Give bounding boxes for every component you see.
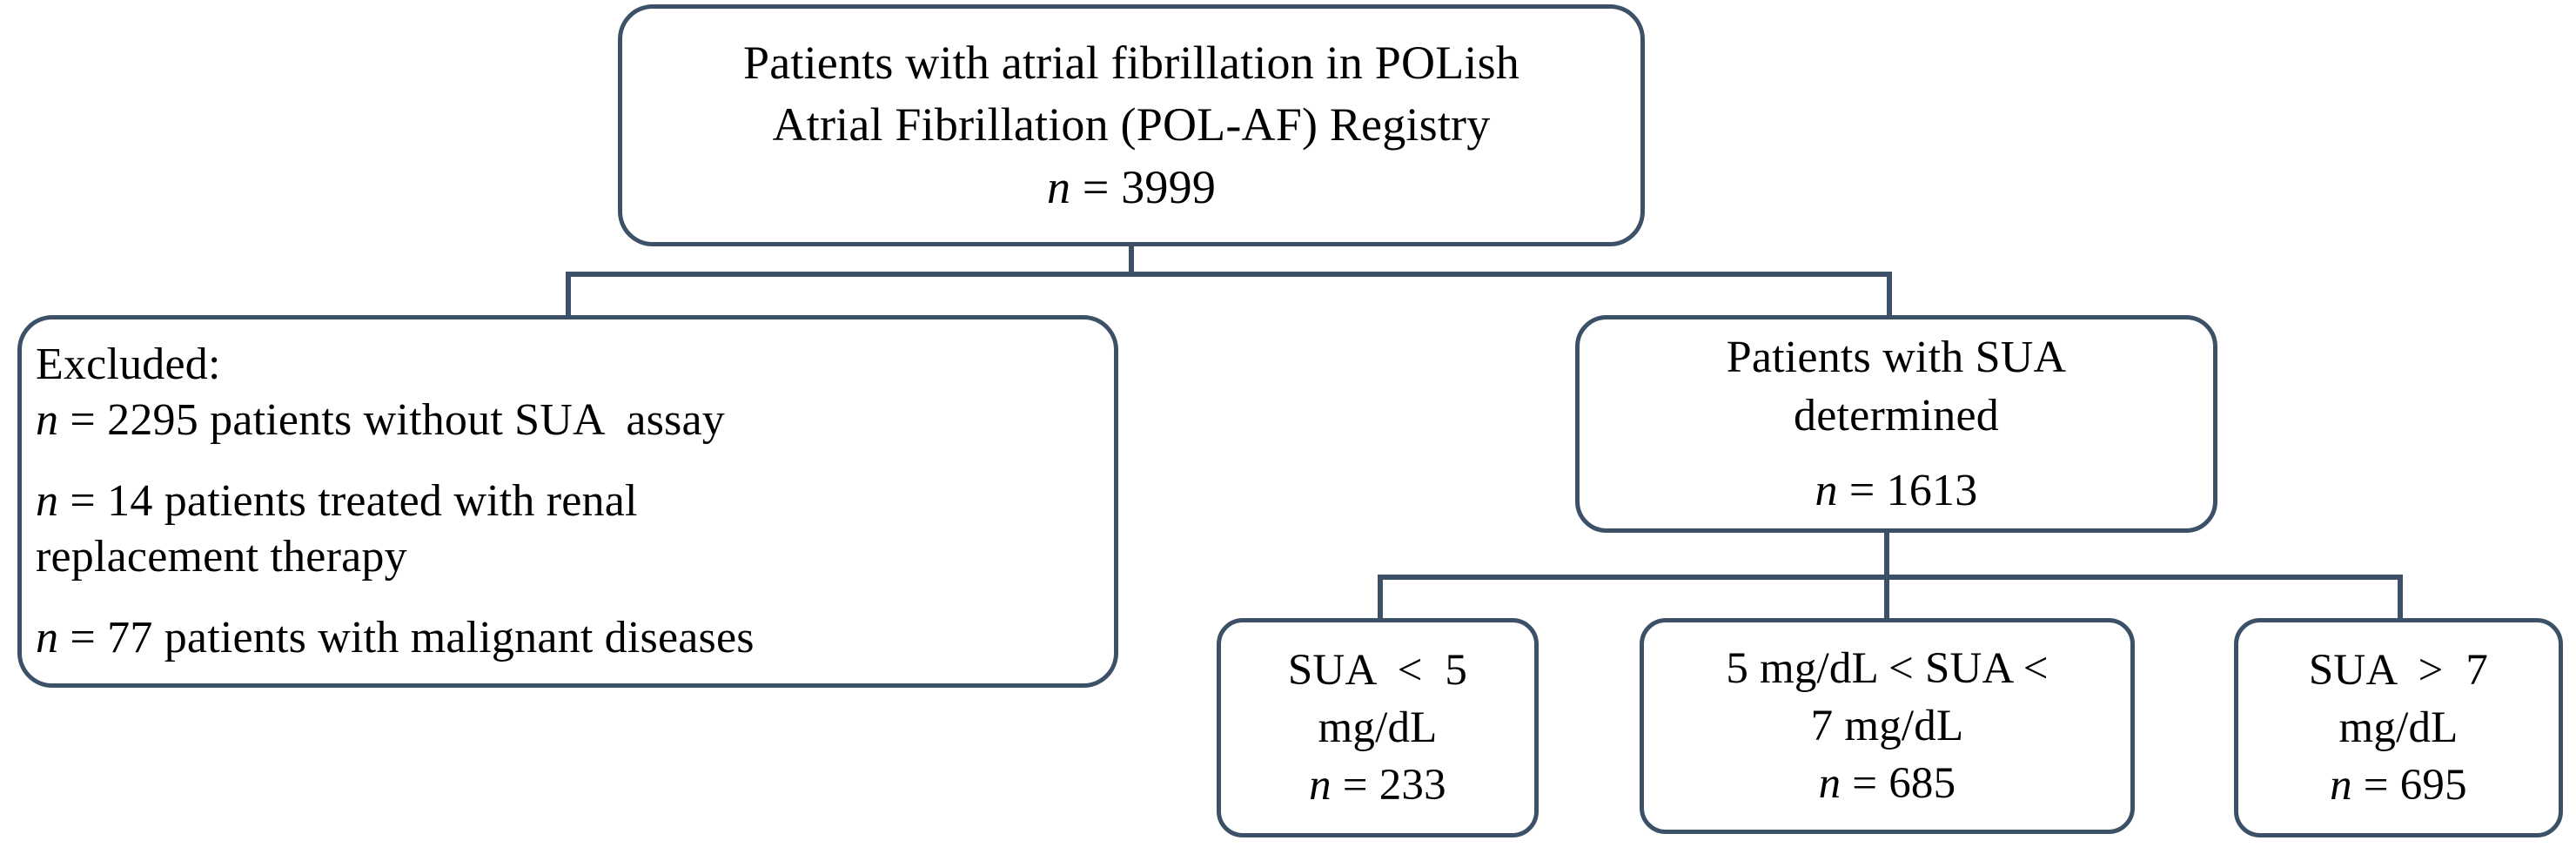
node-sua-low-line-2: mg/dL <box>1318 703 1438 752</box>
connector-drop-excluded <box>566 272 571 317</box>
node-excluded-item-4-text: = 77 patients with malignant diseases <box>58 613 755 663</box>
connector-split-bar-bottom <box>1378 575 2403 580</box>
node-excluded-item-2-symbol: n <box>36 476 59 527</box>
node-sua-determined-count-value: = 1613 <box>1837 465 1978 515</box>
node-sua-high-line-1: SUA > 7 <box>2308 645 2489 695</box>
node-excluded-spacer-2 <box>22 584 1128 610</box>
node-sua-high-count-symbol: n <box>2330 761 2352 810</box>
node-sua-determined-count: n = 1613 <box>1580 461 2213 521</box>
node-root-count-symbol: n <box>1046 160 1071 213</box>
node-sua-high: SUA > 7 mg/dL n = 695 <box>2234 618 2563 837</box>
node-root-count-value: = 3999 <box>1070 160 1217 213</box>
node-sua-low-count-value: = 233 <box>1331 761 1446 810</box>
node-sua-high-count-value: = 695 <box>2351 761 2467 810</box>
node-sua-high-count: n = 695 <box>2238 756 2559 814</box>
node-root-count: n = 3999 <box>622 157 1640 219</box>
node-root-cohort: Patients with atrial fibrillation in POL… <box>618 4 1645 246</box>
node-sua-mid-count-symbol: n <box>1818 759 1841 809</box>
node-sua-determined: Patients with SUA determined n = 1613 <box>1575 315 2217 533</box>
node-sua-mid: 5 mg/dL < SUA < 7 mg/dL n = 685 <box>1640 618 2135 834</box>
node-sua-determined-count-symbol: n <box>1815 465 1838 515</box>
node-excluded-item-2-text: = 14 patients treated with renal <box>58 476 638 527</box>
connector-root-stem <box>1129 246 1134 274</box>
node-sua-low-line-1: SUA < 5 <box>1287 645 1468 695</box>
node-sua-mid-line-1: 5 mg/dL < SUA < <box>1726 643 2049 693</box>
node-excluded-item-4-symbol: n <box>36 613 59 663</box>
node-excluded-item-1: n = 2295 patients without SUA assay <box>22 393 1128 447</box>
node-excluded-item-4: n = 77 patients with malignant diseases <box>22 610 1128 665</box>
node-excluded-heading: Excluded: <box>36 340 221 390</box>
node-sua-mid-count-value: = 685 <box>1841 759 1956 809</box>
node-excluded-spacer-1 <box>22 447 1128 474</box>
connector-sua-stem <box>1884 533 1889 580</box>
node-sua-low-count: n = 233 <box>1221 756 1534 814</box>
node-root-line-1: Patients with atrial fibrillation in POL… <box>742 37 1519 90</box>
node-sua-mid-line-2: 7 mg/dL <box>1810 701 1964 750</box>
node-excluded-item-1-symbol: n <box>36 394 59 445</box>
node-root-line-2: Atrial Fibrillation (POL-AF) Registry <box>772 98 1491 151</box>
node-excluded: Excluded: n = 2295 patients without SUA … <box>17 315 1118 688</box>
node-sua-low: SUA < 5 mg/dL n = 233 <box>1217 618 1539 837</box>
connector-split-bar-top <box>566 272 1892 277</box>
node-sua-low-count-symbol: n <box>1309 761 1332 810</box>
node-excluded-item-1-text: = 2295 patients without SUA assay <box>58 394 725 445</box>
node-sua-determined-line-2: determined <box>1794 391 1999 441</box>
node-sua-determined-spacer <box>1580 446 2213 461</box>
node-sua-determined-line-1: Patients with SUA <box>1726 332 2067 382</box>
node-excluded-item-3: replacement therapy <box>36 531 407 582</box>
connector-drop-sua-low <box>1378 575 1383 620</box>
node-sua-mid-count: n = 685 <box>1644 755 2130 812</box>
node-excluded-item-2: n = 14 patients treated with renal <box>22 474 1128 528</box>
node-sua-high-line-2: mg/dL <box>2338 703 2459 752</box>
connector-drop-sua-mid <box>1884 575 1889 620</box>
connector-drop-sua-determined <box>1887 272 1892 317</box>
connector-drop-sua-high <box>2398 575 2403 620</box>
